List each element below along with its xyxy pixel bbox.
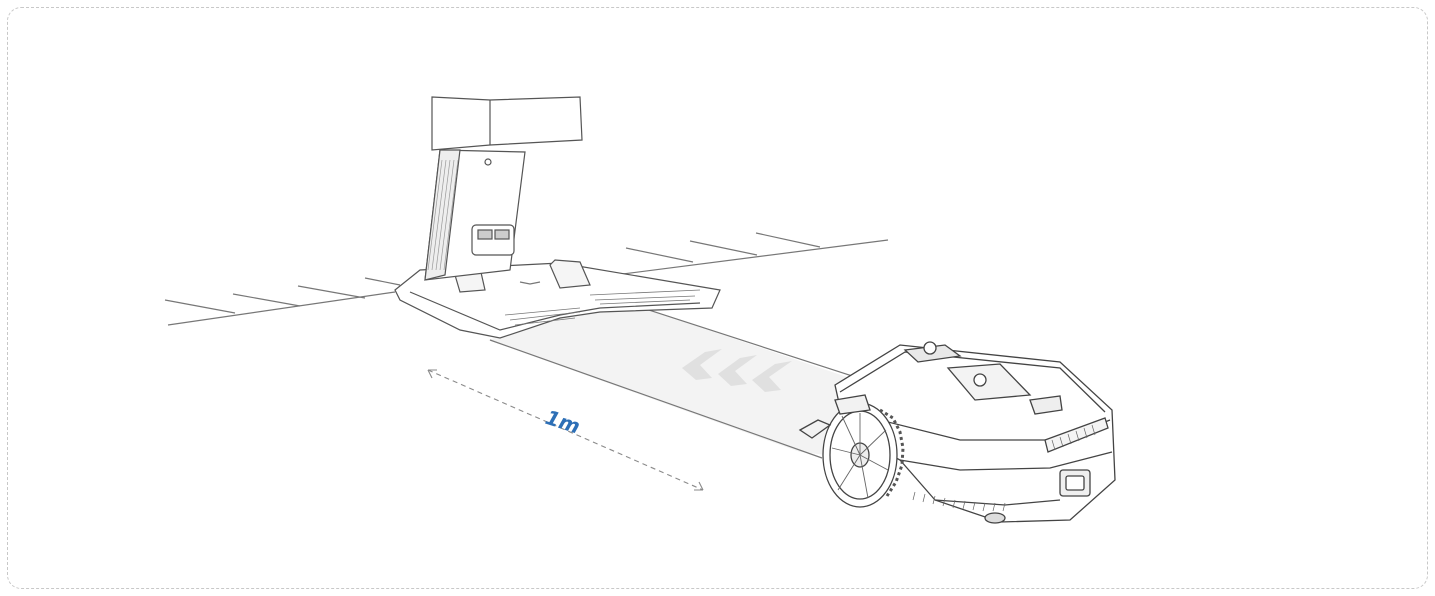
robot-mower	[800, 342, 1115, 523]
boundary-wire-left	[165, 278, 400, 325]
boundary-wire-right	[615, 233, 888, 275]
charging-station	[395, 97, 720, 338]
